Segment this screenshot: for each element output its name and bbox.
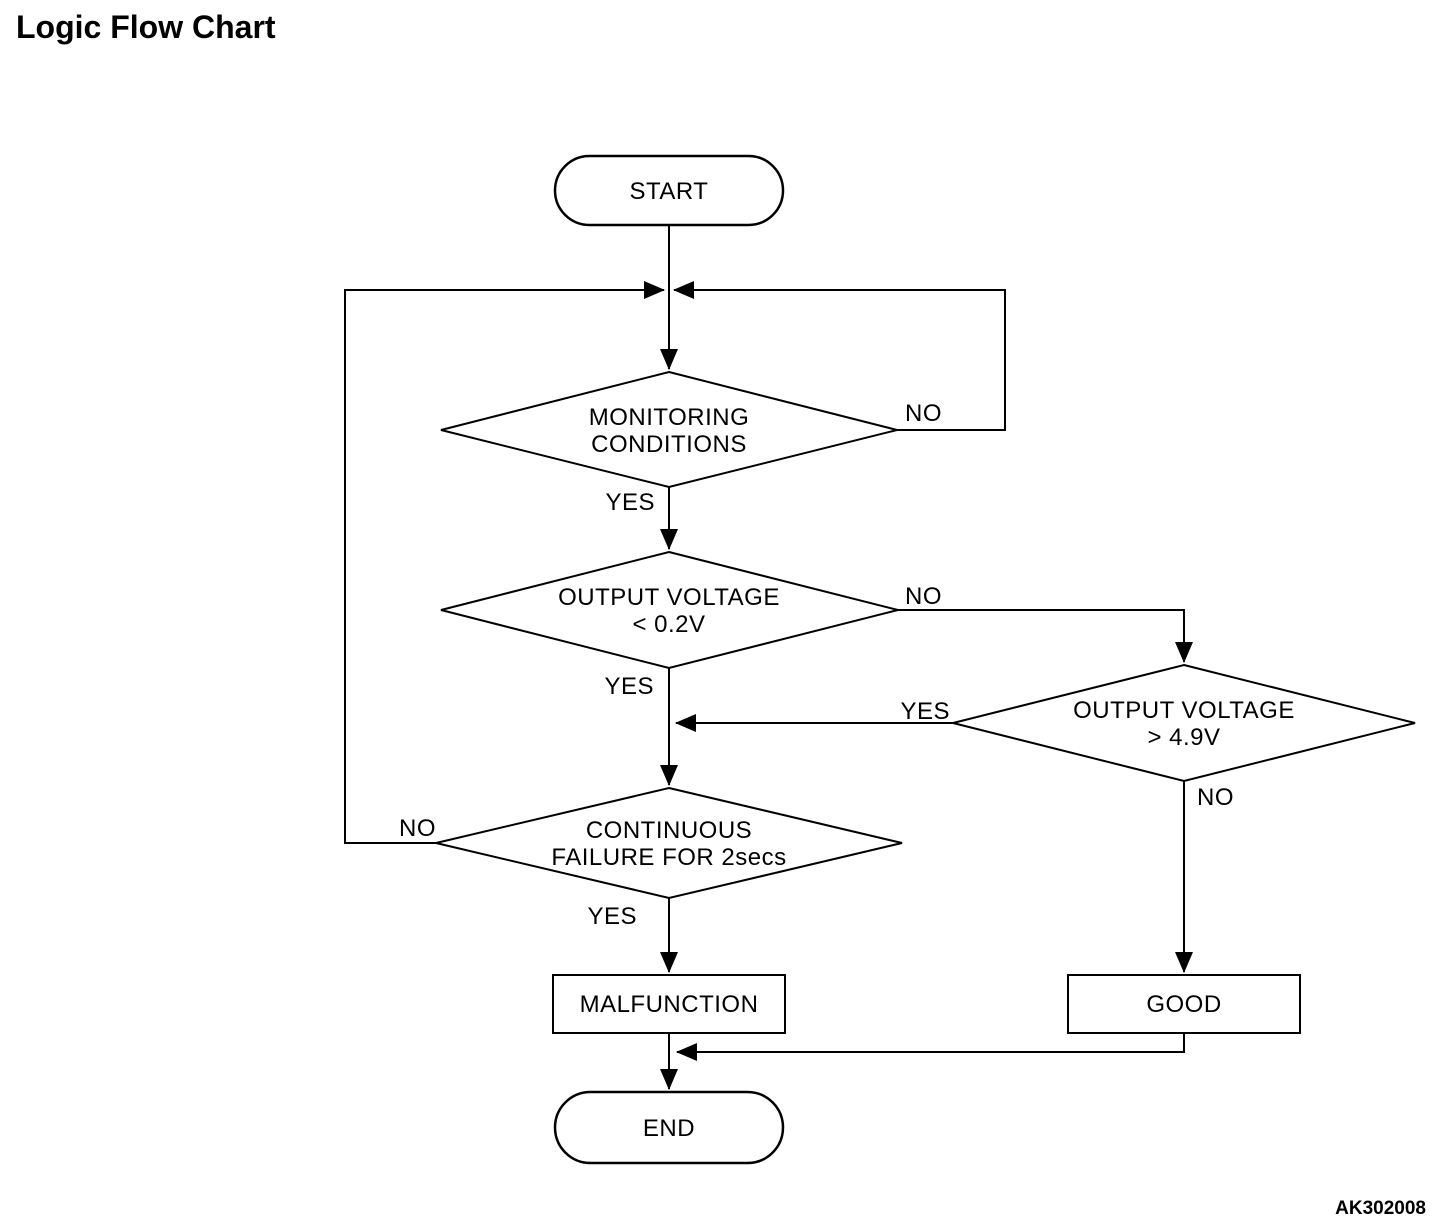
edge-good-to-end xyxy=(676,1033,1185,1061)
edge-label-output-high-yes: YES xyxy=(900,698,950,725)
edge-monitoring-no-loop xyxy=(673,281,1006,431)
monitoring-conditions-label-line1: MONITORING xyxy=(589,404,750,431)
edge-label-output-high-no: NO xyxy=(1197,784,1234,811)
edge-output-low-no xyxy=(898,609,1193,663)
page-title: Logic Flow Chart xyxy=(16,9,276,45)
output-voltage-low-decision xyxy=(440,550,899,670)
edge-label-continuous-yes: YES xyxy=(587,903,637,930)
edge-label-output-low-no: NO xyxy=(905,583,942,610)
output-voltage-high-decision xyxy=(952,663,1416,783)
output-voltage-high-label-line2: > 4.9V xyxy=(1147,724,1220,751)
output-voltage-low-label-line2: < 0.2V xyxy=(632,611,705,638)
start-node xyxy=(553,154,785,227)
edge-label-monitoring-yes: YES xyxy=(605,489,655,516)
figure-code: AK302008 xyxy=(1335,1198,1426,1219)
edge-label-continuous-no: NO xyxy=(399,815,436,842)
good-node xyxy=(1067,974,1301,1034)
end-node xyxy=(553,1090,785,1165)
malfunction-node-label: MALFUNCTION xyxy=(580,991,759,1018)
monitoring-conditions-decision xyxy=(440,370,898,489)
output-voltage-low-label-line1: OUTPUT VOLTAGE xyxy=(558,584,780,611)
malfunction-node xyxy=(552,974,786,1034)
edge-label-monitoring-no: NO xyxy=(905,400,942,427)
output-voltage-high-label-line1: OUTPUT VOLTAGE xyxy=(1073,697,1295,724)
continuous-failure-label-line1: CONTINUOUS xyxy=(586,817,752,844)
continuous-failure-decision xyxy=(435,786,903,900)
monitoring-conditions-label-line2: CONDITIONS xyxy=(591,431,747,458)
end-node-label: END xyxy=(643,1115,695,1142)
continuous-failure-label-line2: FAILURE FOR 2secs xyxy=(551,844,786,871)
good-node-label: GOOD xyxy=(1146,991,1221,1018)
start-node-label: START xyxy=(630,178,709,205)
edge-label-output-low-yes: YES xyxy=(604,673,654,700)
edge-continuous-no-loop xyxy=(344,281,665,844)
